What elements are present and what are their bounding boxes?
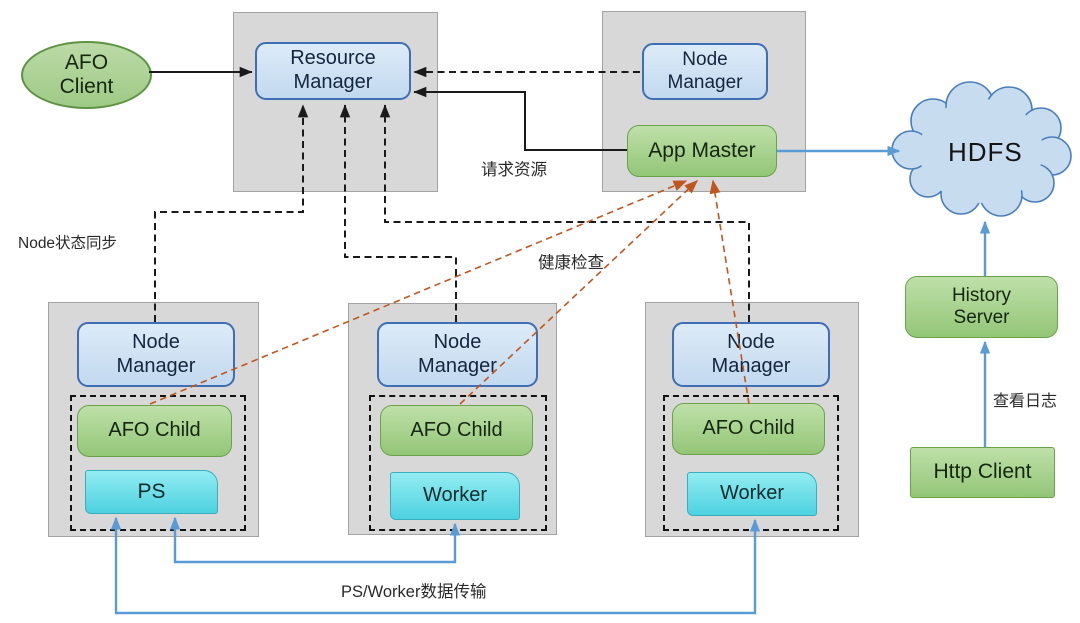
cluster2-node-manager-label: Node Manager <box>418 330 497 377</box>
http-client-node: Http Client <box>910 447 1055 498</box>
cluster3-afo-child: AFO Child <box>672 403 825 455</box>
node-manager-top-label: Node Manager <box>667 49 743 93</box>
cluster2-afo-child-label: AFO Child <box>410 418 503 441</box>
cluster1-ps: PS <box>85 470 218 514</box>
cluster2-worker: Worker <box>390 472 520 520</box>
cluster3-node-manager: Node Manager <box>672 322 830 387</box>
afo-client-label: AFO Client <box>59 51 114 98</box>
cluster2-node-manager: Node Manager <box>377 322 538 387</box>
edge-appmaster-to-rm <box>413 86 627 151</box>
resource-manager-container <box>233 12 438 192</box>
health-check-label: 健康检查 <box>538 254 604 272</box>
cluster1-node-manager-label: Node Manager <box>116 330 196 377</box>
hdfs-label: HDFS <box>948 137 1023 167</box>
app-master-node: App Master <box>627 125 777 177</box>
history-server-label: History Server <box>951 284 1012 328</box>
afo-client-node: AFO Client <box>21 41 152 109</box>
resource-manager-node: Resource Manager <box>255 42 411 100</box>
request-resources-label: 请求资源 <box>481 161 547 179</box>
view-logs-label: 查看日志 <box>993 393 1058 410</box>
cluster3-afo-child-label: AFO Child <box>702 417 795 440</box>
cluster3-worker: Worker <box>687 472 817 516</box>
cluster3-worker-label: Worker <box>719 482 785 505</box>
cluster1-afo-child-label: AFO Child <box>108 419 201 442</box>
cluster2-afo-child: AFO Child <box>380 405 533 456</box>
cluster1-afo-child: AFO Child <box>77 405 232 457</box>
cluster2-worker-label: Worker <box>422 484 488 507</box>
cluster1-node-manager: Node Manager <box>77 322 235 387</box>
node-manager-top-node: Node Manager <box>642 43 768 100</box>
resource-manager-label: Resource Manager <box>290 47 376 93</box>
history-server-node: History Server <box>905 276 1058 338</box>
ps-worker-transfer-label: PS/Worker数据传输 <box>341 583 487 601</box>
node-status-sync-label: Node状态同步 <box>18 235 118 252</box>
http-client-label: Http Client <box>933 460 1032 484</box>
cluster1-ps-label: PS <box>137 479 166 503</box>
cluster3-node-manager-label: Node Manager <box>711 330 791 377</box>
app-master-label: App Master <box>648 138 756 162</box>
